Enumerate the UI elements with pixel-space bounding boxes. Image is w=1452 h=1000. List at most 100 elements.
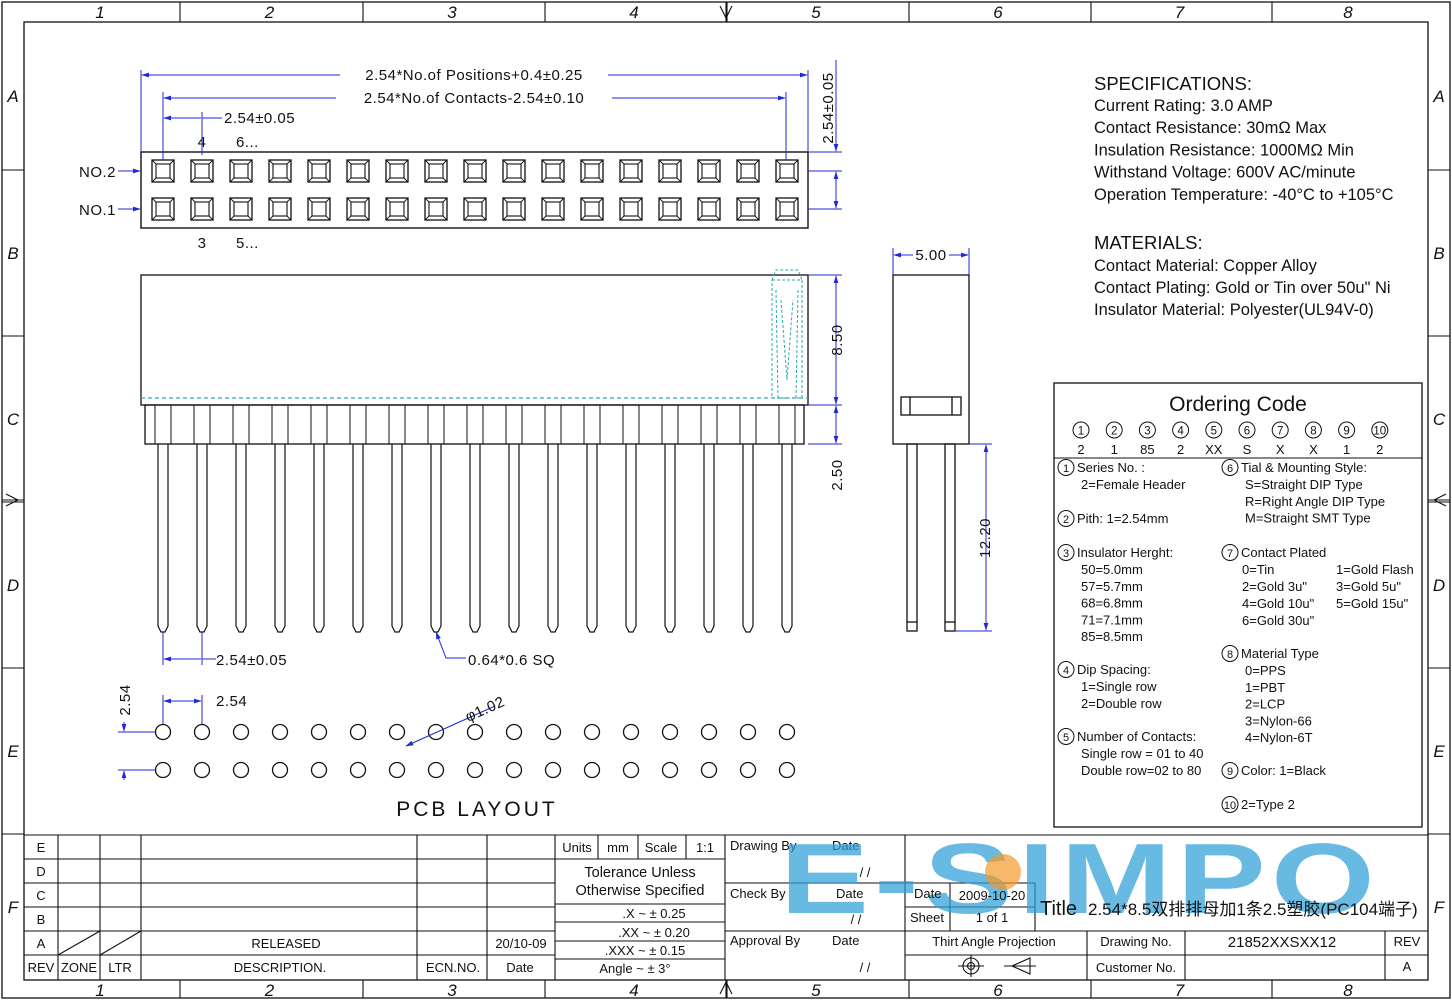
contact-cavity-inner [662, 163, 678, 179]
ordering-item-marker [1221, 796, 1239, 813]
ordering-field-value: 1 [1343, 442, 1350, 457]
drawing-by-label: Drawing By [730, 838, 797, 853]
contact-cavity [697, 159, 721, 183]
ordering-item-option: R=Right Angle DIP Type [1245, 494, 1385, 509]
contact-cavity-corners [424, 159, 448, 183]
dim-width: 5.00 [915, 247, 946, 264]
contact-cavity-inner [623, 163, 639, 179]
ordering-item-option: 71=7.1mm [1081, 612, 1143, 627]
rev-value: A [1403, 959, 1412, 974]
pin-tail [547, 444, 559, 633]
pin-tail [235, 444, 247, 633]
pcb-hole [505, 761, 523, 779]
spec-line: Withstand Voltage: 600V AC/minute [1094, 164, 1355, 182]
material-line: Insulator Material: Polyester(UL94V-0) [1094, 301, 1374, 319]
contact-cavity [736, 159, 760, 183]
contact-cavity-inner [155, 163, 171, 179]
pin-tail [352, 444, 364, 633]
ordering-item-option: 2=Double row [1081, 696, 1162, 711]
pcb-hole [349, 761, 367, 779]
pin-tail [157, 444, 169, 633]
plating-option: 2=Gold 3u" [1242, 579, 1307, 594]
ordering-item-option: 1=PBT [1245, 680, 1285, 695]
grid-col-label-top: 8 [1343, 3, 1353, 22]
ordering-item-marker [1057, 544, 1075, 561]
dim-pcb-pitch: 2.54 [216, 693, 247, 710]
ordering-item-marker [1057, 459, 1075, 476]
contact-cavity [190, 197, 214, 221]
contact-cavity-corners [736, 159, 760, 183]
ordering-item-option: S=Straight DIP Type [1245, 477, 1363, 492]
side-dimensions [892, 248, 992, 632]
tolerance-line-1: Tolerance Unless [584, 865, 695, 881]
contact-cavity-inner [428, 201, 444, 217]
ordering-item-title: Insulator Herght: [1077, 545, 1173, 560]
ordering-field-number: 5 [1211, 426, 1217, 438]
contact-cavity-inner [506, 163, 522, 179]
grid-col-label-bottom: 8 [1343, 981, 1353, 1000]
pcb-layout-title: PCB LAYOUT [396, 798, 557, 821]
front-view [140, 269, 809, 633]
top-view: NO.2 NO.1 4 6... 3 5... [79, 134, 809, 252]
contact-cavity-inner [350, 163, 366, 179]
ordering-item-title: 2=Type 2 [1241, 797, 1295, 812]
contact-cavity [619, 197, 643, 221]
grid-col-label-bottom: 5 [811, 981, 821, 1000]
ordering-field-marker [1205, 421, 1223, 439]
label-no1: NO.1 [79, 202, 116, 219]
dim-overall-length: 2.54*No.of Positions+0.4±0.25 [365, 67, 582, 84]
pcb-hole [583, 723, 601, 741]
ordering-field-marker [1271, 421, 1289, 439]
contact-cavity-inner [701, 201, 717, 217]
pcb-hole [700, 723, 718, 741]
grid-row-label-right: E [1433, 742, 1445, 761]
ordering-title: Ordering Code [1169, 393, 1307, 416]
ordering-field-value: 1 [1111, 442, 1118, 457]
contact-cavity-inner [545, 163, 561, 179]
pin-tail [781, 444, 793, 633]
ordering-field-value: 2 [1376, 442, 1383, 457]
ordering-item-number: 3 [1063, 548, 1069, 560]
plating-option: 5=Gold 15u" [1336, 596, 1409, 611]
scale-value: 1:1 [696, 840, 714, 855]
ordering-item-option: 85=8.5mm [1081, 629, 1143, 644]
pin-tail [625, 444, 637, 633]
pin-tail [664, 444, 676, 633]
contact-cavity-inner [740, 201, 756, 217]
contact-cavity [775, 197, 799, 221]
ordering-field-number: 9 [1343, 426, 1349, 438]
ordering-field-marker [1238, 421, 1256, 439]
grid-row-label-right: C [1433, 410, 1446, 429]
contact-cavity-inner [506, 201, 522, 217]
contact-cavity [541, 197, 565, 221]
ordering-field-number: 4 [1177, 426, 1184, 438]
released-text: RELEASED [251, 936, 320, 951]
rev-row-letter: C [36, 888, 45, 903]
grid-row-label-left: D [7, 576, 19, 595]
pin-tail [196, 444, 208, 633]
plating-option: 1=Gold Flash [1336, 562, 1414, 577]
date-label: Date [914, 886, 941, 901]
contact-cavity [385, 197, 409, 221]
contact-cavity [229, 197, 253, 221]
pcb-hole [661, 723, 679, 741]
ordering-item-title: Tial & Mounting Style: [1241, 460, 1367, 475]
contact-cavity [541, 159, 565, 183]
drawing-no-label: Drawing No. [1100, 934, 1172, 949]
ordering-field-number: 2 [1111, 426, 1117, 438]
ordering-item-title: Contact Plated [1241, 545, 1326, 560]
ordering-field-marker [1304, 421, 1322, 439]
pin-tail [469, 444, 481, 633]
projection-symbol-icon [958, 955, 1036, 977]
logo-accent [985, 854, 1021, 890]
contact-cavity-inner [389, 163, 405, 179]
contact-cavity-corners [697, 159, 721, 183]
ordering-item-number: 7 [1227, 548, 1233, 560]
pcb-hole [193, 761, 211, 779]
grid-row-label-left: B [7, 244, 18, 263]
contact-row-1 [151, 197, 799, 221]
contact-cavity-corners [580, 197, 604, 221]
pcb-hole [739, 761, 757, 779]
contact-cavity-corners [307, 197, 331, 221]
contact-cavity [190, 159, 214, 183]
